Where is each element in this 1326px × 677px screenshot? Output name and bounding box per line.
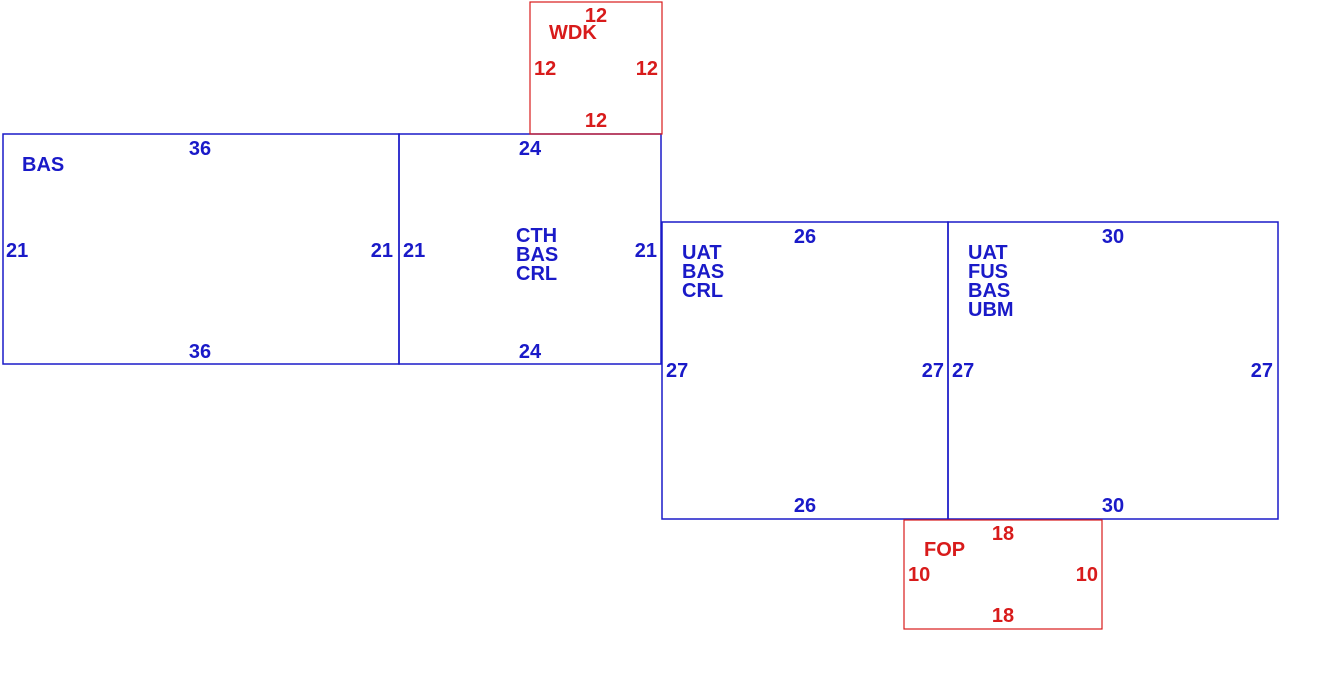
dimension-right: 21 — [371, 240, 393, 262]
dimension-right: 27 — [1251, 360, 1273, 382]
area-uat-right — [947, 221, 1279, 520]
dimension-right: 27 — [922, 360, 944, 382]
dimension-bottom: 36 — [189, 341, 211, 363]
area-code-label: CTH — [516, 225, 557, 247]
dimension-left: 10 — [908, 564, 930, 586]
dimension-left: 21 — [403, 240, 425, 262]
dimension-bottom: 18 — [992, 605, 1014, 627]
area-code-label: WDK — [549, 22, 597, 44]
dimension-bottom: 24 — [519, 341, 542, 363]
dimension-left: 27 — [952, 360, 974, 382]
dimension-left: 27 — [666, 360, 688, 382]
dimension-top: 36 — [189, 138, 211, 160]
area-wdk — [529, 1, 663, 135]
dimension-top: 30 — [1102, 226, 1124, 248]
dimension-left: 12 — [534, 58, 556, 80]
dimension-top: 12 — [585, 5, 607, 27]
dimension-right: 12 — [636, 58, 658, 80]
area-code-label: BAS — [22, 154, 64, 176]
dimension-right: 10 — [1076, 564, 1098, 586]
area-code-label: CRL — [682, 280, 723, 302]
dimension-top: 24 — [519, 138, 542, 160]
area-code-label: UAT — [968, 242, 1008, 264]
dimension-top: 26 — [794, 226, 816, 248]
area-code-label: BAS — [516, 244, 558, 266]
area-code-label: CRL — [516, 263, 557, 285]
dimension-bottom: 26 — [794, 495, 816, 517]
area-code-label: BAS — [968, 280, 1010, 302]
dimension-right: 21 — [635, 240, 657, 262]
dimension-top: 18 — [992, 523, 1014, 545]
area-code-label: FUS — [968, 261, 1008, 283]
dimension-left: 21 — [6, 240, 28, 262]
area-code-label: FOP — [924, 539, 965, 561]
dimension-bottom: 30 — [1102, 495, 1124, 517]
dimension-bottom: 12 — [585, 110, 607, 132]
area-code-label: UAT — [682, 242, 722, 264]
area-fop — [903, 519, 1103, 630]
area-code-label: BAS — [682, 261, 724, 283]
area-code-label: UBM — [968, 299, 1014, 321]
